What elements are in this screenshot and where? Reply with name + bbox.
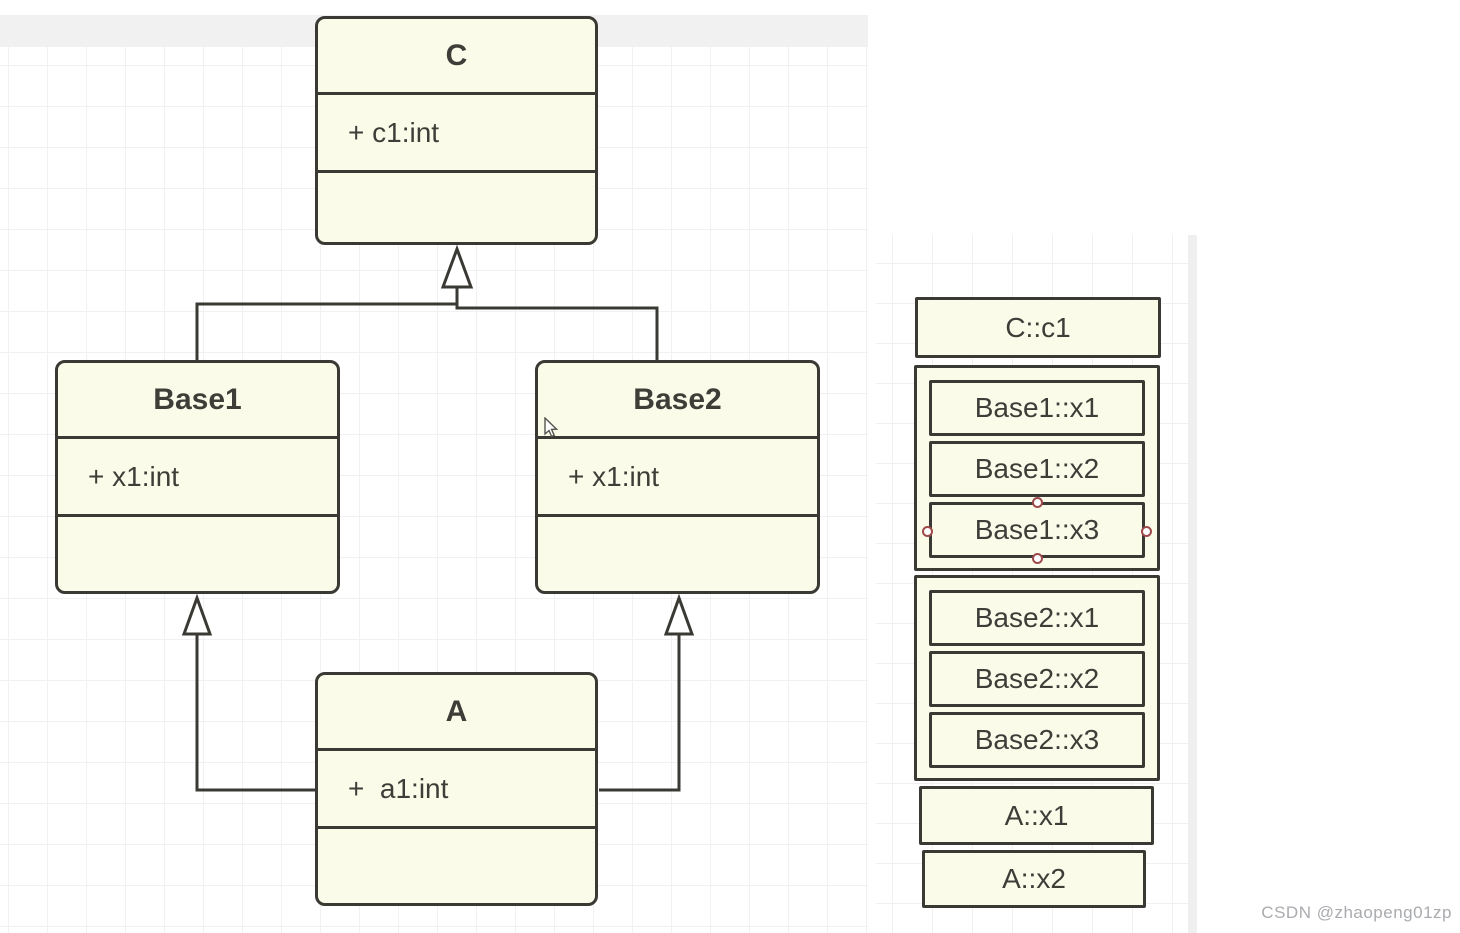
memory-cell-base2-x2[interactable]: Base2::x2 <box>929 651 1145 707</box>
memory-view-scrollbar[interactable] <box>1188 235 1197 933</box>
selection-handle-bottom[interactable] <box>1032 553 1043 564</box>
class-title: C <box>318 19 595 95</box>
class-box-a[interactable]: A + a1:int <box>315 672 598 906</box>
class-methods-empty <box>58 517 337 591</box>
class-box-base1[interactable]: Base1 + x1:int <box>55 360 340 594</box>
mouse-cursor-icon <box>544 417 559 438</box>
memory-cell-base1-x2[interactable]: Base1::x2 <box>929 441 1145 497</box>
memory-cell-base1-x3[interactable]: Base1::x3 <box>929 502 1145 558</box>
class-attribute: + x1:int <box>538 439 817 517</box>
memory-group-base2[interactable]: Base2::x1 Base2::x2 Base2::x3 <box>914 575 1160 781</box>
memory-cell-a-x1[interactable]: A::x1 <box>919 786 1154 845</box>
class-box-c[interactable]: C + c1:int <box>315 16 598 245</box>
class-box-base2[interactable]: Base2 + x1:int <box>535 360 820 594</box>
memory-cell-base2-x3[interactable]: Base2::x3 <box>929 712 1145 768</box>
memory-group-base1[interactable]: Base1::x1 Base1::x2 Base1::x3 <box>914 365 1160 571</box>
class-attribute: + x1:int <box>58 439 337 517</box>
class-title: A <box>318 675 595 751</box>
selection-handle-left[interactable] <box>922 526 933 537</box>
class-methods-empty <box>318 173 595 242</box>
memory-cell-c-c1[interactable]: C::c1 <box>915 297 1161 358</box>
selection-handle-top[interactable] <box>1032 497 1043 508</box>
memory-cell-base2-x1[interactable]: Base2::x1 <box>929 590 1145 646</box>
memory-cell-base1-x1[interactable]: Base1::x1 <box>929 380 1145 436</box>
class-attribute: + a1:int <box>318 751 595 829</box>
class-methods-empty <box>318 829 595 903</box>
watermark: CSDN @zhaopeng01zp <box>1261 903 1452 922</box>
class-title: Base1 <box>58 363 337 439</box>
memory-cell-a-x2[interactable]: A::x2 <box>922 850 1146 908</box>
class-attribute: + c1:int <box>318 95 595 173</box>
class-title: Base2 <box>538 363 817 439</box>
class-methods-empty <box>538 517 817 591</box>
selection-handle-right[interactable] <box>1141 526 1152 537</box>
